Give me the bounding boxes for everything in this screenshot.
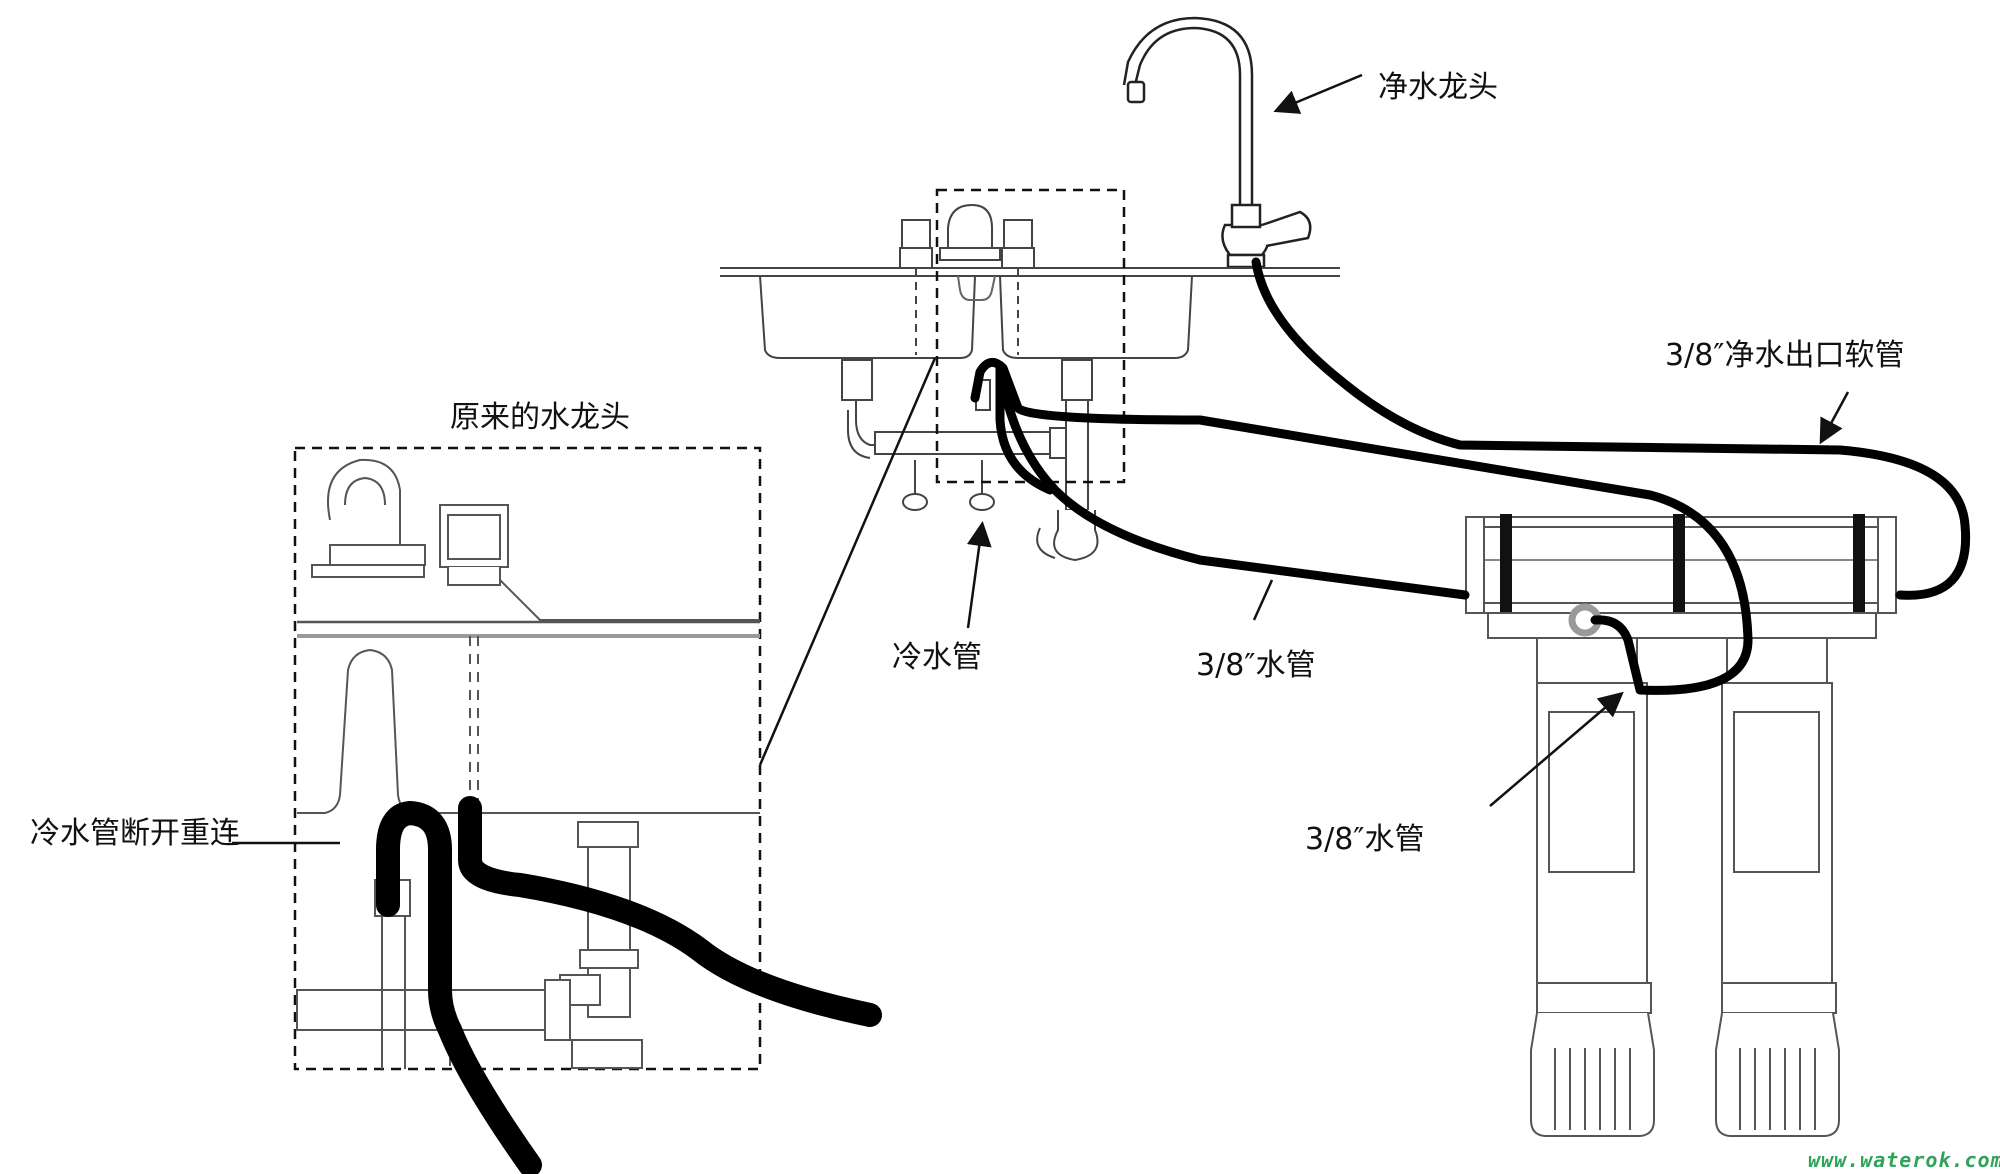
watermark: www.waterok.com xyxy=(1808,1148,2000,1172)
label-cold-pipe-reconnect: 冷水管断开重连 xyxy=(30,816,240,851)
pointers xyxy=(232,73,1850,845)
label-pipe-3-8-lower: 3/8″水管 xyxy=(1305,822,1425,857)
filter-unit-drawing xyxy=(1465,514,1897,1137)
label-pipe-3-8-middle: 3/8″水管 xyxy=(1196,648,1316,683)
detail-box xyxy=(293,446,882,1174)
label-cold-pipe: 冷水管 xyxy=(892,640,982,675)
label-purified-faucet: 净水龙头 xyxy=(1378,70,1498,105)
purified-faucet-drawing xyxy=(1122,16,1312,269)
label-original-faucet: 原来的水龙头 xyxy=(450,400,630,435)
sink-detail-box xyxy=(935,188,1126,484)
hoses xyxy=(970,257,1971,695)
label-outlet-hose: 3/8″净水出口软管 xyxy=(1665,338,1905,373)
